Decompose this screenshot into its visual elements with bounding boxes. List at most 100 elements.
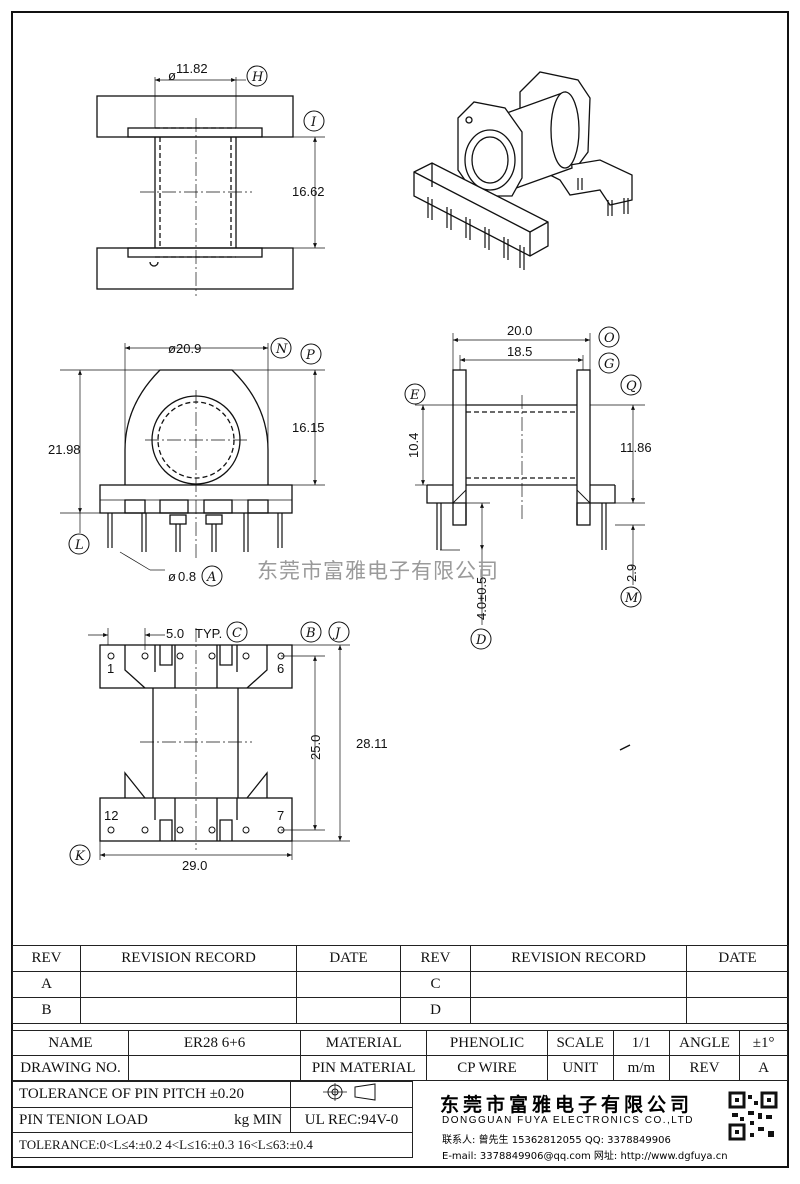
pin-no-6: 6 [277, 661, 284, 676]
dim-side-window-h: 10.4 [406, 433, 421, 458]
dim-bottom-inner: 25.0 [308, 735, 323, 760]
label-K: K [74, 849, 86, 864]
label-I: I [310, 115, 317, 130]
label-N: N [275, 342, 288, 357]
dim-side-pin-depth: 2.9 [624, 564, 639, 582]
rev-b: B [12, 997, 81, 1024]
company-name-cn: 东莞市富雅电子有限公司 [440, 1094, 694, 1116]
rev-d-record [470, 997, 687, 1024]
company-contact: 联系人: 曾先生 15362812055 QQ: 3378849906 [442, 1135, 671, 1146]
pin-tension-unit: kg MIN [234, 1111, 282, 1128]
pin-material-label: PIN MATERIAL [300, 1055, 428, 1081]
projection-symbol [290, 1081, 413, 1108]
material-value: PHENOLIC [426, 1030, 548, 1056]
label-Q: Q [626, 379, 637, 394]
date-header: DATE [296, 945, 401, 972]
scale-label: SCALE [546, 1030, 614, 1056]
dim-pin-dia: 0.8 [178, 569, 196, 584]
label-C: C [232, 626, 242, 641]
qr-code-icon [728, 1091, 778, 1141]
dim-top-height: 16.62 [292, 184, 325, 199]
dim-top-dia: 11.82 [176, 61, 208, 76]
front-view [60, 337, 325, 587]
company-name-en: DONGGUAN FUYA ELECTRONICS CO.,LTD [442, 1115, 694, 1126]
rev-header-2: REV [400, 945, 471, 972]
label-D: D [475, 633, 487, 648]
ul-rec: UL REC:94V-0 [290, 1107, 413, 1133]
tolerance-pitch: TOLERANCE OF PIN PITCH ±0.20 [12, 1081, 291, 1108]
first-angle-projection-icon [322, 1083, 375, 1101]
rev-d: D [400, 997, 471, 1024]
rev-value: A [739, 1055, 788, 1081]
rev-c-record [470, 971, 687, 998]
pin-no-12: 12 [104, 808, 118, 823]
rev-c: C [400, 971, 471, 998]
info-table: NAME ER28 6+6 MATERIAL PHENOLIC SCALE 1/… [11, 1030, 788, 1081]
label-J: J [332, 626, 341, 641]
revision-record-header-2: REVISION RECORD [470, 945, 687, 972]
top-view [96, 65, 325, 296]
label-E: E [409, 388, 420, 403]
rev-label: REV [668, 1055, 741, 1081]
sheet-border [11, 11, 789, 1168]
tolerance-table: TOLERANCE OF PIN PITCH ±0.20 PIN TENION … [12, 1081, 413, 1158]
dia-symbol-3: ø [168, 569, 176, 584]
company-email: E-mail: 3378849906@qq.com 网址: http://www… [442, 1151, 728, 1162]
rev-b-record [80, 997, 297, 1024]
company-block: 东莞市富雅电子有限公司 DONGGUAN FUYA ELECTRONICS CO… [424, 1087, 788, 1165]
dim-pitch-typ: TYP. [195, 626, 222, 641]
rev-a-record [80, 971, 297, 998]
pin-tension-cell: PIN TENION LOAD kg MIN [12, 1107, 291, 1133]
bottom-view [69, 621, 350, 866]
rev-a: A [12, 971, 81, 998]
dim-front-h: 16.15 [292, 420, 325, 435]
unit-value: m/m [612, 1055, 670, 1081]
rev-a-date [296, 971, 401, 998]
revision-table: REV REVISION RECORD DATE REV REVISION RE… [12, 945, 789, 1024]
scale-value: 1/1 [612, 1030, 670, 1056]
side-view [404, 326, 645, 650]
name-label: NAME [11, 1030, 130, 1056]
angle-label: ANGLE [668, 1030, 741, 1056]
material-label: MATERIAL [300, 1030, 428, 1056]
rev-header: REV [12, 945, 81, 972]
dim-side-outer-w: 20.0 [507, 323, 532, 338]
pin-tension-label: PIN TENION LOAD [19, 1111, 148, 1128]
label-B: B [305, 626, 316, 641]
label-H: H [251, 70, 264, 85]
dia-symbol-2: ø [168, 341, 176, 356]
rev-b-date [296, 997, 401, 1024]
dim-bottom-width: 29.0 [182, 858, 207, 873]
isometric-view [413, 71, 633, 270]
unit-label: UNIT [546, 1055, 614, 1081]
dim-side-inner-w: 18.5 [507, 344, 532, 359]
dim-side-h: 11.86 [620, 440, 652, 455]
dia-symbol: ø [168, 68, 176, 83]
pin-no-1: 1 [107, 661, 114, 676]
drawing-no-value [128, 1055, 302, 1081]
drawing-no-label: DRAWING NO. [11, 1055, 130, 1081]
label-L: L [74, 538, 84, 553]
label-M: M [624, 591, 639, 606]
title-block: REV REVISION RECORD DATE REV REVISION RE… [11, 945, 789, 1167]
revision-record-header: REVISION RECORD [80, 945, 297, 972]
rev-c-date [686, 971, 789, 998]
dim-pitch: 5.0 [166, 626, 184, 641]
pin-material-value: CP WIRE [426, 1055, 548, 1081]
label-P: P [305, 348, 315, 363]
angle-value: ±1° [739, 1030, 788, 1056]
pin-no-7: 7 [277, 808, 284, 823]
dim-front-dia: 20.9 [176, 341, 201, 356]
dim-side-pin-len: 4.0±0.5 [474, 577, 489, 620]
label-A: A [206, 570, 216, 585]
label-G: G [604, 357, 614, 372]
dim-bottom-outer: 28.11 [356, 736, 388, 751]
rev-d-date [686, 997, 789, 1024]
stray-mark [619, 744, 631, 751]
dim-front-total-h: 21.98 [48, 442, 81, 457]
label-O: O [604, 331, 615, 346]
watermark: 东莞市富雅电子有限公司 [257, 559, 499, 583]
tolerance-line: TOLERANCE:0<L≤4:±0.2 4<L≤16:±0.3 16<L≤63… [12, 1132, 413, 1158]
date-header-2: DATE [686, 945, 789, 972]
